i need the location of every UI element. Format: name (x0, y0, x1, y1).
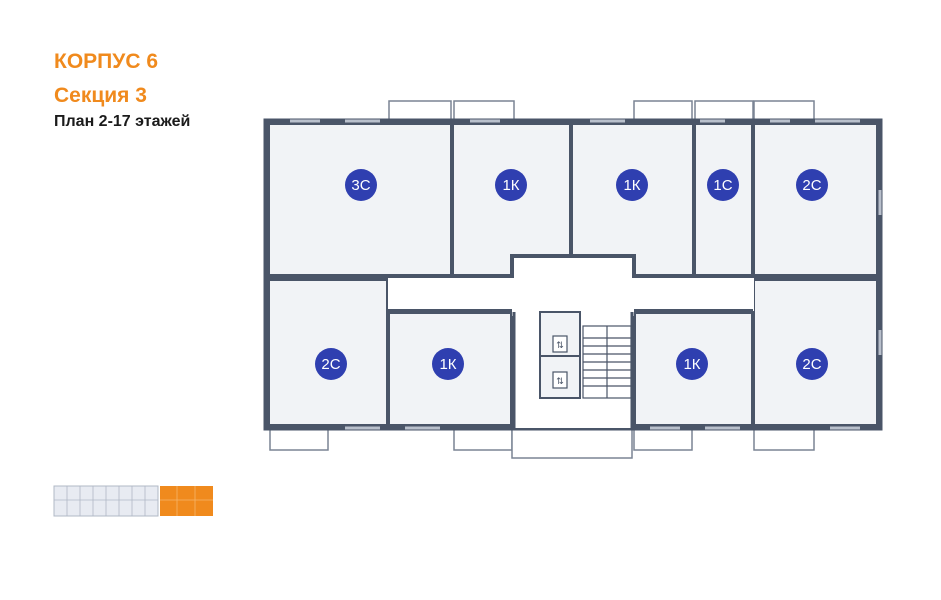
floors-subtitle: План 2-17 этажей (54, 113, 191, 130)
apartment-badge[interactable]: 1К (495, 169, 527, 201)
apartment-label: 1К (439, 356, 456, 373)
windows (290, 119, 882, 430)
svg-text:⇅: ⇅ (556, 376, 564, 386)
corridor (388, 256, 754, 316)
building-title: КОРПУС 6 (54, 50, 158, 73)
elevator-icon: ⇅ (552, 371, 568, 389)
apartment-badge[interactable]: 1К (432, 348, 464, 380)
apartment-label: 1С (713, 177, 732, 194)
apartment-label: 2С (802, 356, 821, 373)
elevator-icon: ⇅ (552, 335, 568, 353)
stairs-icon (582, 325, 632, 399)
apartment-label: 1К (683, 356, 700, 373)
core: ⇅ ⇅ (512, 311, 634, 428)
apartment-badge[interactable]: 1К (616, 169, 648, 201)
apartment-badge[interactable]: 2С (796, 348, 828, 380)
apartment-label: 1К (502, 177, 519, 194)
building-minimap[interactable] (53, 485, 213, 517)
apartment-label: 2С (321, 356, 340, 373)
corridor-walls (388, 254, 753, 313)
apartment-label: 2С (802, 177, 821, 194)
balconies (269, 100, 815, 459)
apartment-badge[interactable]: 1К (676, 348, 708, 380)
apartment-badge[interactable]: 3С (345, 169, 377, 201)
apartment-badge[interactable]: 1С (707, 169, 739, 201)
apartment-label: 1К (623, 177, 640, 194)
minimap-current-section (160, 486, 213, 516)
apartment-label: 3С (351, 177, 370, 194)
apartment-badge[interactable]: 2С (796, 169, 828, 201)
apartment-badge[interactable]: 2С (315, 348, 347, 380)
section-title: Секция 3 (54, 84, 147, 107)
apartment-room[interactable] (692, 121, 755, 278)
apartment-badges: 3С 1К 1К 1С 2С 2С 1К 1К (315, 169, 828, 380)
svg-text:⇅: ⇅ (556, 340, 564, 350)
